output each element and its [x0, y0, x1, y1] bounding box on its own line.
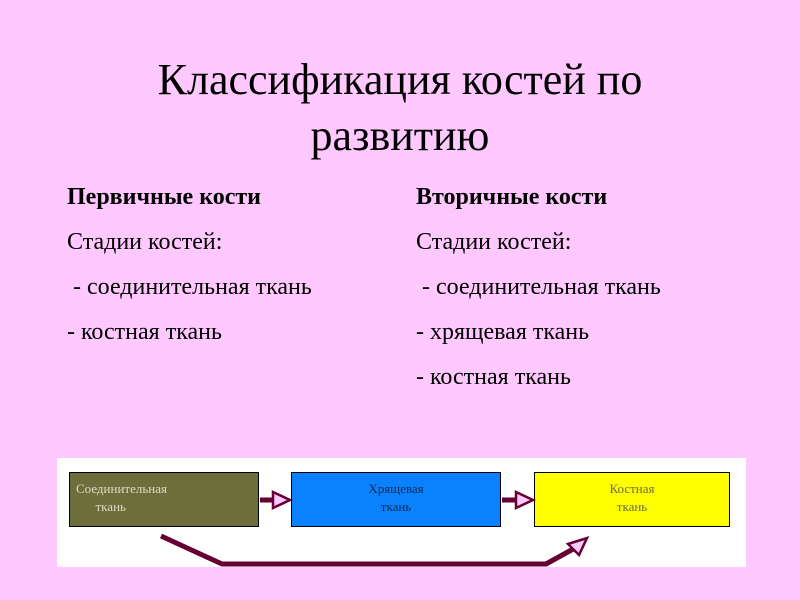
secondary-stages-label: Стадии костей:	[416, 229, 572, 255]
secondary-bones-heading: Вторичные кости	[416, 184, 608, 210]
secondary-bones-column: Вторичные кости Стадии костей: - соедини…	[416, 182, 661, 407]
primary-bones-column: Первичные кости Стадии костей: - соедини…	[67, 182, 312, 362]
stage-box-bone-tissue: Костная ткань	[534, 472, 730, 527]
stage-label: ткань	[76, 499, 126, 514]
development-flow-diagram: Соединительная ткань Хрящевая ткань Кост…	[57, 458, 746, 567]
slide-title-line-1: Классификация костей по	[157, 55, 643, 104]
stage-box-connective-tissue: Соединительная ткань	[69, 472, 259, 527]
stage-label: Костная	[609, 481, 655, 496]
stage-label: ткань	[380, 499, 412, 514]
secondary-stage-item: - хрящевая ткань	[416, 319, 590, 345]
secondary-stage-item: - костная ткань	[416, 364, 571, 390]
stage-label: Соединительная	[76, 481, 167, 496]
arrow-right-icon	[260, 490, 293, 510]
primary-stages-label: Стадии костей:	[67, 229, 223, 255]
stage-box-cartilage-tissue: Хрящевая ткань	[291, 472, 501, 527]
slide-title: Классификация костей по развитию	[0, 52, 800, 164]
stage-label: Хрящевая	[368, 481, 424, 496]
flow-arrows	[159, 490, 590, 567]
stage-label: ткань	[616, 499, 648, 514]
primary-bones-heading: Первичные кости	[67, 184, 261, 210]
primary-stage-item: - костная ткань	[67, 319, 222, 345]
arrow-right-icon	[502, 490, 536, 510]
primary-stage-item: - соединительная ткань	[67, 274, 312, 300]
secondary-stage-item: - соединительная ткань	[416, 274, 661, 300]
bypass-arrow-icon	[159, 533, 590, 567]
slide-title-line-2: развитию	[310, 111, 490, 160]
